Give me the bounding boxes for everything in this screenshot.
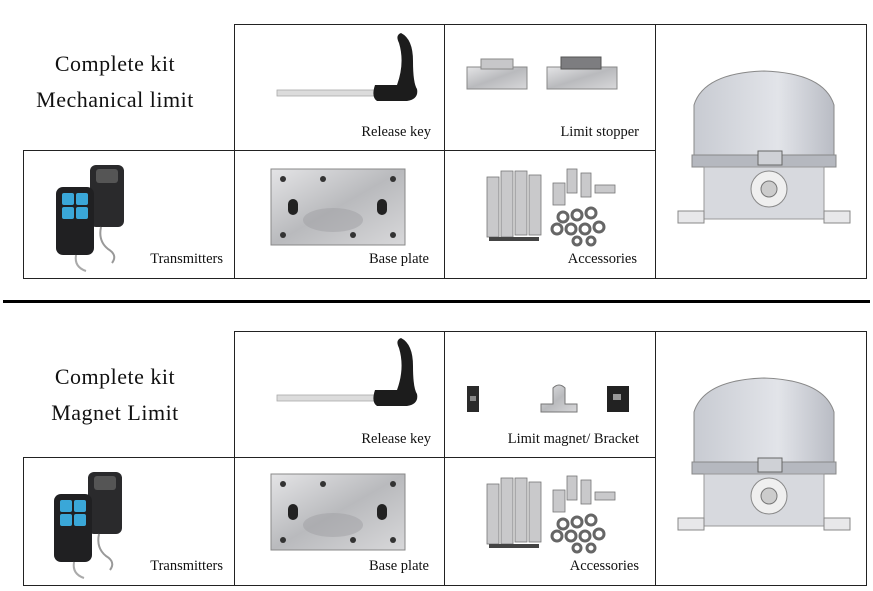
transmitters-image (44, 470, 134, 580)
limit-stopper-cell: Limit stopper (444, 24, 656, 152)
base-plate-cell: Base plate (234, 457, 446, 586)
gate-motor-image (664, 65, 864, 235)
section-title: Complete kit Mechanical limit (25, 46, 205, 118)
transmitters-caption: Transmitters (150, 251, 223, 267)
base-plate-caption: Base plate (369, 251, 429, 267)
limit-magnet-caption: Limit magnet/ Bracket (507, 431, 639, 447)
transmitters-caption: Transmitters (150, 558, 223, 574)
release-key-cell: Release key (234, 331, 446, 459)
section-title: Complete kit Magnet Limit (25, 359, 205, 431)
transmitters-cell: Transmitters (23, 150, 235, 279)
motor-cell (655, 24, 867, 279)
base-plate-cell: Base plate (234, 150, 446, 279)
transmitters-cell: Transmitters (23, 457, 235, 586)
limit-magnet-cell: Limit magnet/ Bracket (444, 331, 656, 459)
base-plate-caption: Base plate (369, 558, 429, 574)
limit-stopper-image (457, 55, 647, 95)
accessories-image (481, 470, 631, 555)
release-key-caption: Release key (361, 124, 431, 140)
title-line-2: Mechanical limit (36, 87, 194, 112)
base-plate-image (263, 165, 413, 250)
release-key-image (257, 338, 437, 438)
motor-cell (655, 331, 867, 586)
accessories-caption: Accessories (569, 558, 639, 574)
base-plate-image (263, 470, 413, 555)
accessories-caption: Accessories (567, 251, 637, 267)
title-line-1: Complete kit (54, 364, 176, 389)
release-key-cell: Release key (234, 24, 446, 152)
accessories-cell: Accessories (444, 150, 656, 279)
title-line-1: Complete kit (54, 51, 176, 76)
limit-magnet-bracket-image (457, 380, 647, 420)
section-divider (3, 300, 870, 303)
gate-motor-image (664, 372, 864, 542)
transmitters-image (46, 163, 136, 273)
release-key-caption: Release key (361, 431, 431, 447)
release-key-image (257, 33, 437, 133)
limit-stopper-caption: Limit stopper (560, 124, 639, 140)
accessories-cell: Accessories (444, 457, 656, 586)
accessories-image (481, 163, 631, 248)
title-line-2: Magnet Limit (51, 400, 179, 425)
